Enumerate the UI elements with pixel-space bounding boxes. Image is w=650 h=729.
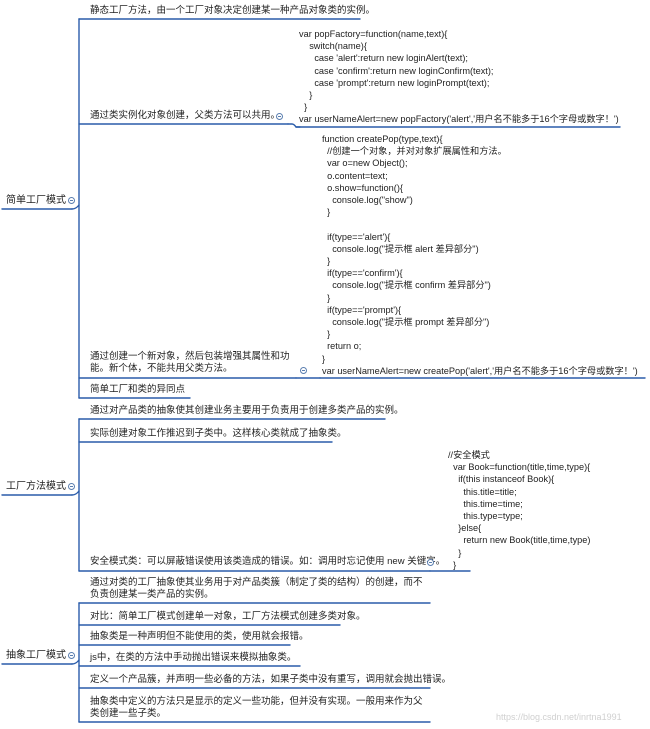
collapse-class-instantiation-icon[interactable] <box>276 113 283 120</box>
simple-node-class-instantiation[interactable]: 通过类实例化对象创建，父类方法可以共用。 <box>90 110 281 121</box>
method-node-safe-mode[interactable]: 安全模式类：可以屏蔽错误使用该类造成的错误。如：调用时忘记使用 new 关键字。 <box>90 556 446 567</box>
abstract-node-compare[interactable]: 对比：简单工厂模式创建单一对象，工厂方法模式创建多类对象。 <box>90 611 366 622</box>
method-node-abstraction[interactable]: 通过对产品类的抽象使其创建业务主要用于负责用于创建多类产品的实例。 <box>90 405 404 416</box>
code-safe-mode-book: //安全模式 var Book=function(title,time,type… <box>448 450 591 570</box>
method-node-defer-subclass[interactable]: 实际创建对象工作推迟到子类中。这样核心类就成了抽象类。 <box>90 428 347 439</box>
collapse-abstract-factory-icon[interactable] <box>68 652 75 659</box>
watermark-url: https://blog.csdn.net/inrtna1991 <box>496 712 622 722</box>
abstract-node-definition[interactable]: 通过对类的工厂抽象使其业务用于对产品类簇（制定了类的结构）的创建，而不负责创建某… <box>90 577 423 600</box>
simple-node-compare[interactable]: 简单工厂和类的异同点 <box>90 384 186 395</box>
root-simple-factory[interactable]: 简单工厂模式 <box>6 195 66 206</box>
simple-node-static-method[interactable]: 静态工厂方法，由一个工厂对象决定创建某一种产品对象类的实例。 <box>90 5 376 16</box>
code-create-pop: function createPop(type,text){ //创建一个对象，… <box>322 134 638 376</box>
root-factory-method[interactable]: 工厂方法模式 <box>6 481 66 492</box>
collapse-safe-mode-icon[interactable] <box>427 559 434 566</box>
simple-node-new-object[interactable]: 通过创建一个新对象，然后包装增强其属性和功能。新个体，不能共用父类方法。 <box>90 351 290 374</box>
code-pop-factory: var popFactory=function(name,text){ swit… <box>299 29 619 125</box>
abstract-node-js-throw[interactable]: js中，在类的方法中手动抛出错误来模拟抽象类。 <box>90 652 297 663</box>
abstract-node-parent-class[interactable]: 抽象类中定义的方法只是显示的定义一些功能，但并没有实现。一般用来作为父类创建一些… <box>90 696 423 719</box>
abstract-node-abstract-class[interactable]: 抽象类是一种声明但不能使用的类，使用就会报错。 <box>90 631 309 642</box>
abstract-node-product-family[interactable]: 定义一个产品簇，并声明一些必备的方法，如果子类中没有重写，调用就会抛出错误。 <box>90 674 452 685</box>
collapse-new-object-icon[interactable] <box>300 367 307 374</box>
root-abstract-factory[interactable]: 抽象工厂模式 <box>6 650 66 661</box>
collapse-simple-factory-icon[interactable] <box>68 197 75 204</box>
collapse-factory-method-icon[interactable] <box>68 483 75 490</box>
